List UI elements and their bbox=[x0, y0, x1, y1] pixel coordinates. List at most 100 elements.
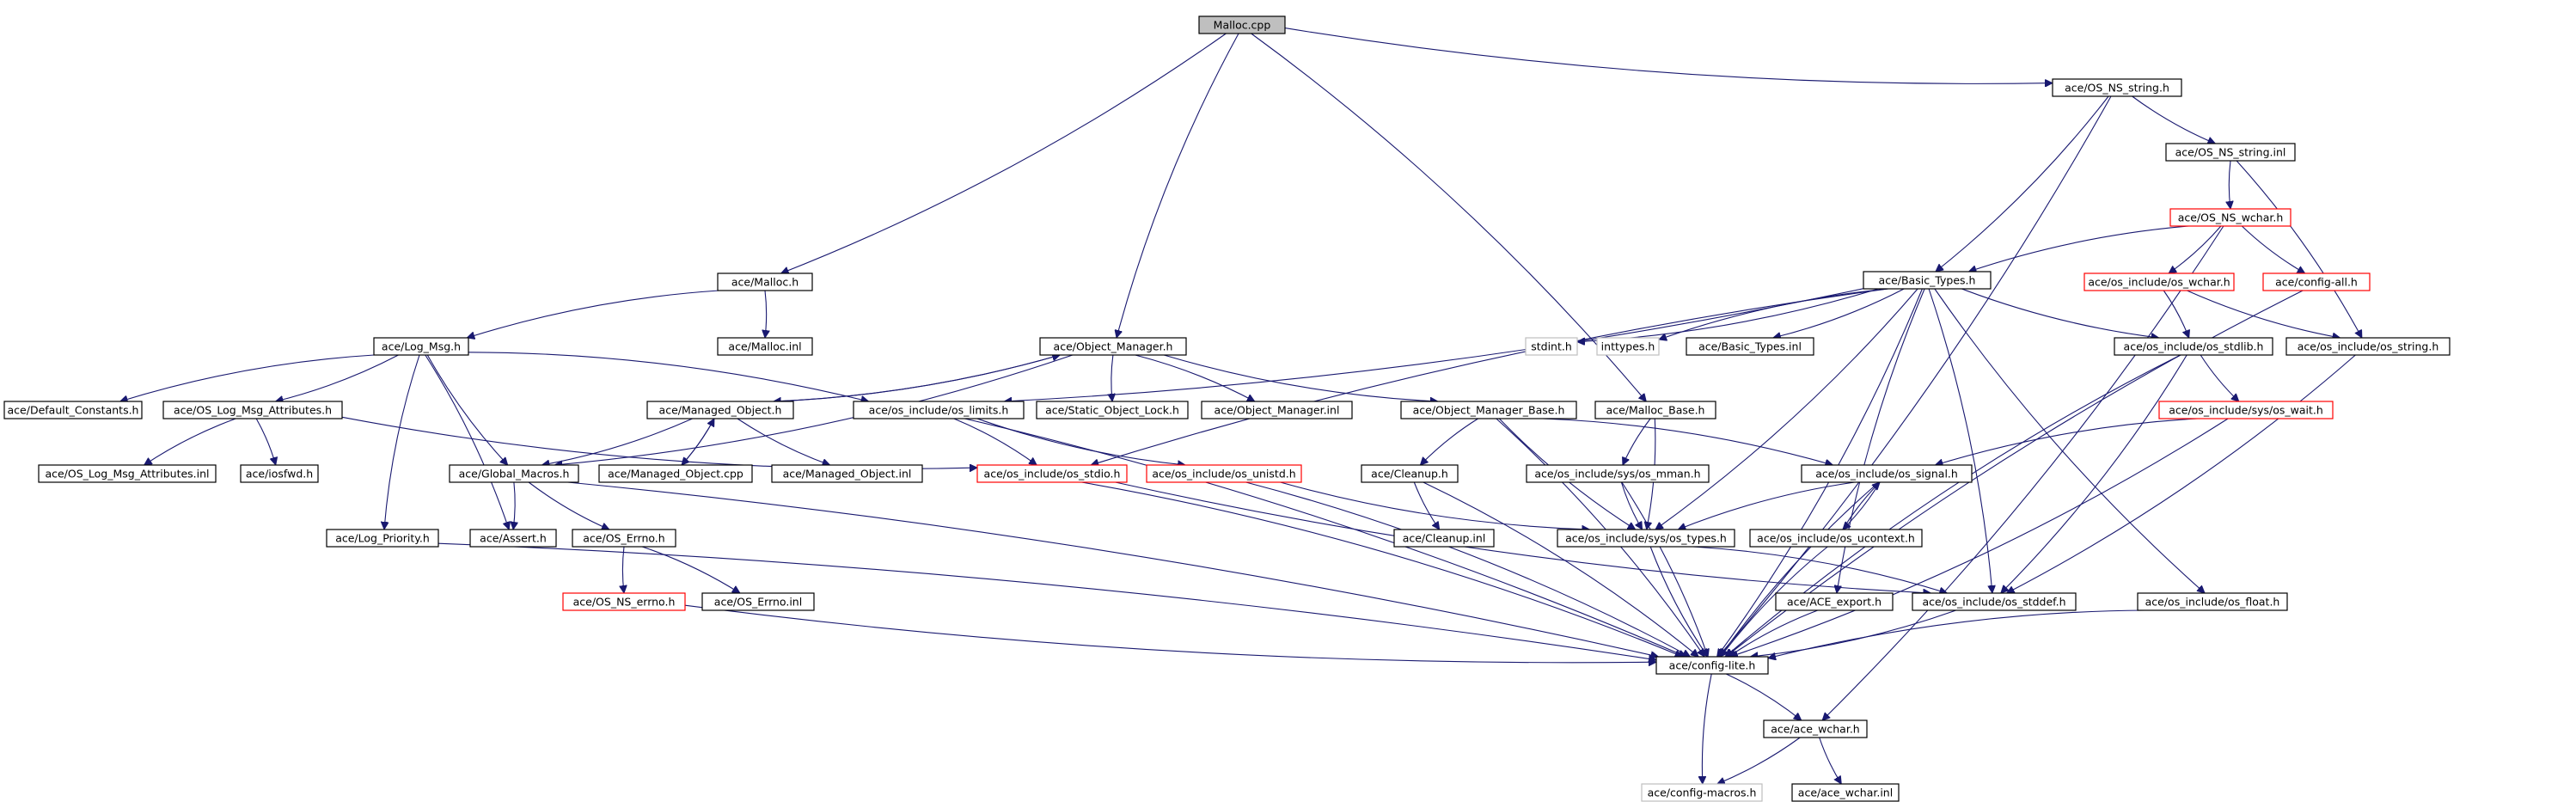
node-os_types_h[interactable]: ace/os_include/sys/os_types.h bbox=[1557, 529, 1735, 548]
node-box bbox=[717, 337, 813, 356]
node-managed_object_h[interactable]: ace/Managed_Object.h bbox=[646, 401, 794, 419]
edge-os_stdio_h-to-os_stddef_h bbox=[1115, 481, 1931, 593]
node-box bbox=[2285, 337, 2451, 356]
node-global_macros_h[interactable]: ace/Global_Macros.h bbox=[449, 464, 579, 483]
edge-malloc_h-to-malloc_inl bbox=[765, 290, 767, 338]
node-label: ace/Object_Manager_Base.h bbox=[1413, 404, 1565, 417]
node-label: ace/os_include/os_signal.h bbox=[1815, 468, 1958, 481]
node-os_float_h[interactable]: ace/os_include/os_float.h bbox=[2137, 592, 2288, 611]
node-os_mman_h[interactable]: ace/os_include/sys/os_mman.h bbox=[1526, 464, 1710, 483]
node-malloc_h[interactable]: ace/Malloc.h bbox=[717, 272, 813, 291]
node-malloc_base_h[interactable]: ace/Malloc_Base.h bbox=[1594, 401, 1716, 419]
node-os_ns_errno_h[interactable]: ace/OS_NS_errno.h bbox=[562, 592, 686, 611]
node-basic_types_inl[interactable]: ace/Basic_Types.inl bbox=[1686, 337, 1814, 356]
node-ace_export_h[interactable]: ace/ACE_export.h bbox=[1775, 592, 1894, 611]
node-label: ace/os_include/sys/os_wait.h bbox=[2169, 404, 2323, 417]
node-default_constants_h[interactable]: ace/Default_Constants.h bbox=[3, 401, 143, 419]
node-box bbox=[976, 464, 1128, 483]
node-os_stdlib_h[interactable]: ace/os_include/os_stdlib.h bbox=[2114, 337, 2273, 356]
node-label: Malloc.cpp bbox=[1214, 19, 1271, 32]
node-label: ace/Assert.h bbox=[480, 532, 547, 545]
edge-malloc_h-to-log_msg_h bbox=[467, 290, 719, 338]
node-label: ace/Managed_Object.inl bbox=[783, 468, 912, 481]
node-os_stdio_h[interactable]: ace/os_include/os_stdio.h bbox=[976, 464, 1128, 483]
node-os_unistd_h[interactable]: ace/os_include/os_unistd.h bbox=[1146, 464, 1302, 483]
node-malloc_cpp[interactable]: Malloc.cpp bbox=[1198, 15, 1286, 34]
node-box bbox=[1686, 337, 1814, 356]
node-box bbox=[1596, 337, 1660, 356]
node-os_ns_wchar_h[interactable]: ace/OS_NS_wchar.h bbox=[2169, 208, 2291, 227]
edge-os_signal_h-to-os_ucontext_h bbox=[1843, 481, 1881, 530]
edge-object_manager_h-to-object_manager_inl bbox=[1135, 354, 1255, 402]
node-os_log_msg_attributes_inl[interactable]: ace/OS_Log_Msg_Attributes.inl bbox=[38, 464, 217, 483]
node-box bbox=[1791, 783, 1900, 802]
edge-os_log_msg_attributes_h-to-os_log_msg_attributes_inl bbox=[144, 418, 236, 465]
node-object_manager_base_h[interactable]: ace/Object_Manager_Base.h bbox=[1400, 401, 1577, 419]
node-config_all_h[interactable]: ace/config-all.h bbox=[2262, 272, 2371, 291]
node-box bbox=[1775, 592, 1894, 611]
edge-cleanup_h-to-config_lite_h bbox=[1423, 481, 1698, 657]
edge-os_wait_h-to-config_lite_h bbox=[1730, 418, 2229, 657]
node-os_stddef_h[interactable]: ace/os_include/os_stddef.h bbox=[1912, 592, 2077, 611]
node-label: ace/os_include/sys/os_types.h bbox=[1565, 532, 1727, 545]
edge-os_stdlib_h-to-os_wait_h bbox=[2200, 354, 2239, 401]
node-box bbox=[572, 529, 676, 548]
node-os_signal_h[interactable]: ace/os_include/os_signal.h bbox=[1801, 464, 1973, 483]
edge-managed_object_h-to-managed_object_inl bbox=[737, 418, 830, 465]
node-os_limits_h[interactable]: ace/os_include/os_limits.h bbox=[853, 401, 1025, 419]
node-box bbox=[1557, 529, 1735, 548]
edge-os_types_h-to-config_lite_h bbox=[1649, 546, 1708, 657]
edge-basic_types_h-to-basic_types_inl bbox=[1773, 288, 1905, 338]
node-label: ace/os_include/sys/os_mman.h bbox=[1534, 468, 1700, 481]
node-managed_object_inl[interactable]: ace/Managed_Object.inl bbox=[771, 464, 923, 483]
node-os_string_h[interactable]: ace/os_include/os_string.h bbox=[2285, 337, 2451, 356]
node-box bbox=[1393, 529, 1495, 548]
node-object_manager_inl[interactable]: ace/Object_Manager.inl bbox=[1201, 401, 1353, 419]
node-label: ace/Basic_Types.inl bbox=[1698, 340, 1802, 353]
node-os_errno_inl[interactable]: ace/OS_Errno.inl bbox=[701, 592, 815, 611]
node-os_ns_string_h[interactable]: ace/OS_NS_string.h bbox=[2052, 78, 2182, 97]
node-log_msg_h[interactable]: ace/Log_Msg.h bbox=[373, 337, 469, 356]
node-cleanup_h[interactable]: ace/Cleanup.h bbox=[1361, 464, 1459, 483]
nodes-layer: Malloc.cpp ace/OS_NS_string.h ace/OS_NS_st… bbox=[3, 15, 2451, 802]
node-label: ace/os_include/os_stdlib.h bbox=[2124, 340, 2264, 353]
edge-basic_types_h-to-os_types_h bbox=[1655, 288, 1918, 530]
node-object_manager_h[interactable]: ace/Object_Manager.h bbox=[1039, 337, 1187, 356]
edge-managed_object_h-to-managed_object_cpp bbox=[682, 418, 715, 465]
node-os_ucontext_h[interactable]: ace/os_include/os_ucontext.h bbox=[1749, 529, 1923, 548]
node-os_wait_h[interactable]: ace/os_include/sys/os_wait.h bbox=[2158, 401, 2334, 419]
node-managed_object_cpp[interactable]: ace/Managed_Object.cpp bbox=[598, 464, 753, 483]
node-box bbox=[1912, 592, 2077, 611]
node-label: ace/ace_wchar.h bbox=[1771, 723, 1859, 736]
node-os_log_msg_attributes_h[interactable]: ace/OS_Log_Msg_Attributes.h bbox=[162, 401, 343, 419]
node-config_lite_h[interactable]: ace/config-lite.h bbox=[1655, 656, 1769, 675]
node-basic_types_h[interactable]: ace/Basic_Types.h bbox=[1863, 271, 1992, 290]
node-stdint_h: stdint.h bbox=[1525, 337, 1578, 356]
node-label: ace/Static_Object_Lock.h bbox=[1045, 404, 1179, 417]
node-os_ns_string_inl[interactable]: ace/OS_NS_string.inl bbox=[2165, 143, 2296, 162]
edge-malloc_cpp-to-malloc_h bbox=[781, 33, 1227, 273]
node-label: ace/os_include/os_stdio.h bbox=[984, 468, 1121, 481]
node-iosfwd_h[interactable]: ace/iosfwd.h bbox=[240, 464, 319, 483]
edge-os_limits_h-to-config_lite_h bbox=[964, 418, 1686, 657]
node-cleanup_inl[interactable]: ace/Cleanup.inl bbox=[1393, 529, 1495, 548]
edge-log_msg_h-to-assert_h bbox=[425, 354, 509, 530]
edge-os_ns_errno_h-to-config_lite_h bbox=[684, 604, 1656, 663]
node-static_object_lock_h[interactable]: ace/Static_Object_Lock.h bbox=[1036, 401, 1189, 419]
node-box bbox=[1400, 401, 1577, 419]
edge-ace_export_h-to-config_lite_h bbox=[1729, 609, 1818, 657]
edge-os_types_h-to-os_stddef_h bbox=[1692, 546, 1948, 593]
node-malloc_inl[interactable]: ace/Malloc.inl bbox=[717, 337, 813, 356]
node-box bbox=[1525, 337, 1578, 356]
node-box bbox=[2262, 272, 2371, 291]
node-assert_h[interactable]: ace/Assert.h bbox=[469, 529, 557, 548]
node-os_errno_h[interactable]: ace/OS_Errno.h bbox=[572, 529, 676, 548]
edge-log_priority_h-to-config_lite_h bbox=[437, 542, 1656, 660]
node-ace_wchar_h[interactable]: ace/ace_wchar.h bbox=[1763, 719, 1868, 738]
node-box bbox=[598, 464, 753, 483]
node-ace_wchar_inl[interactable]: ace/ace_wchar.inl bbox=[1791, 783, 1900, 802]
node-log_priority_h[interactable]: ace/Log_Priority.h bbox=[326, 529, 439, 548]
node-label: ace/OS_Log_Msg_Attributes.inl bbox=[45, 468, 209, 481]
node-os_wchar_h[interactable]: ace/os_include/os_wchar.h bbox=[2083, 272, 2235, 291]
